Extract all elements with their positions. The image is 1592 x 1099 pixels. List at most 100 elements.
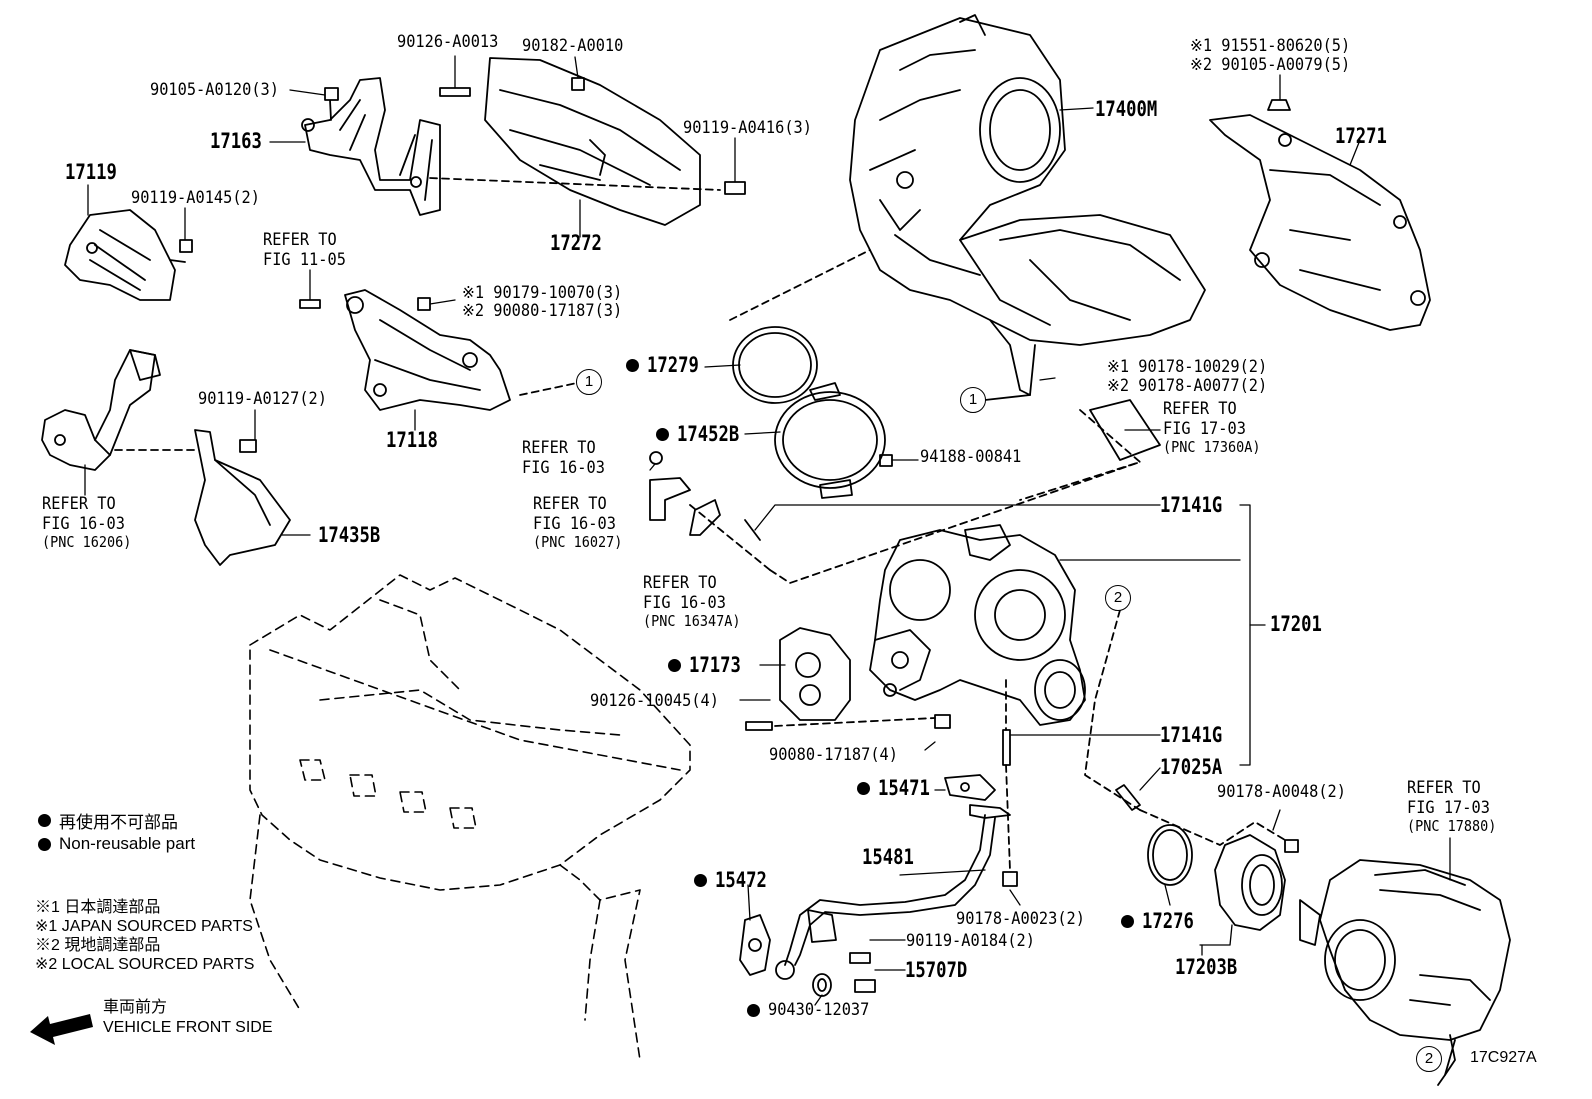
non-reusable-dot-icon [626, 359, 639, 372]
legend-nonreusable-en: Non-reusable part [38, 834, 195, 854]
part-17400M-manifold [849, 14, 1206, 396]
label-15471: 15471 [857, 778, 941, 799]
legend-nonreusable-jp: 再使用不可部品 [38, 808, 178, 833]
part-17271-insulator [1209, 99, 1431, 331]
part-17119-bracket [64, 209, 193, 301]
label-90178-A0077: ※2 90178-A0077(2) [1107, 376, 1268, 396]
callout-circle-1: 1 [576, 369, 602, 395]
non-reusable-dot-icon [1121, 915, 1134, 928]
label-90119-A0145: 90119-A0145(2) [131, 188, 260, 208]
label-91551-80620: ※1 91551-80620(5) [1190, 36, 1351, 56]
label-90430-12037: 90430-12037 [747, 1002, 881, 1019]
label-17201: 17201 [1270, 612, 1322, 636]
leader-circle2-turbo [1084, 609, 1141, 811]
part-17276-ring [1147, 824, 1193, 886]
label-90126-10045: 90126-10045(4) [590, 691, 719, 711]
callout-circle-2: 2 [1105, 585, 1131, 611]
label-90119-A0416: 90119-A0416(3) [683, 118, 812, 138]
leader-17272-bolt [429, 177, 721, 191]
part-17201-turbocharger [869, 524, 1086, 726]
label-17400M: 17400M [1095, 97, 1158, 121]
label-17435B: 17435B [318, 523, 381, 547]
label-17141G-top: 17141G [1160, 493, 1223, 517]
part-17272-insulator [439, 57, 746, 226]
legend-mark2-en: ※2 LOCAL SOURCED PARTS [35, 956, 255, 973]
engine-block-outline [249, 574, 691, 1061]
label-90105-A0079: ※2 90105-A0079(5) [1190, 55, 1351, 75]
label-17119: 17119 [65, 160, 117, 184]
part-studs [1002, 729, 1141, 811]
label-90126-A0013: 90126-A0013 [397, 32, 499, 52]
leader-gasket-turbo [774, 717, 936, 727]
label-15481: 15481 [862, 845, 914, 869]
callout-circle-1: 1 [960, 387, 986, 413]
label-15707D: 15707D [905, 958, 968, 982]
leader-turbo-connector [689, 504, 771, 571]
non-reusable-dot-icon [694, 874, 707, 887]
label-17163: 17163 [210, 129, 262, 153]
label-17271: 17271 [1335, 124, 1387, 148]
leader-intake-circle2 [1437, 1039, 1456, 1086]
label-17272: 17272 [550, 231, 602, 255]
refer-fig-17-03-b: REFER TO FIG 17-03 (PNC 17880) [1407, 778, 1497, 836]
leader-stud-down [1005, 764, 1011, 871]
label-90105-A0120: 90105-A0120(3) [150, 80, 279, 100]
label-90178-10029: ※1 90178-10029(2) [1107, 357, 1268, 377]
leader-17118-circle1 [519, 382, 578, 396]
label-17141G-bottom: 17141G [1160, 723, 1223, 747]
label-17276: 17276 [1121, 911, 1205, 932]
leader-lines [84, 55, 1451, 1006]
part-17452B-clamp [774, 382, 893, 499]
callout-circle-2: 2 [1416, 1046, 1442, 1072]
label-94188-00841: 94188-00841 [920, 447, 1022, 467]
refer-fig-11-05: REFER TO FIG 11-05 [263, 230, 346, 270]
refer-fig-17-03-a: REFER TO FIG 17-03 (PNC 17360A) [1163, 399, 1261, 457]
label-17452B: 17452B [656, 424, 753, 445]
legend-mark2-jp: ※2 現地調達部品 [35, 937, 161, 954]
non-reusable-dot-icon [668, 659, 681, 672]
legend-front-jp: 車両前方 [103, 999, 168, 1016]
leader-circle1-manifold [984, 394, 1031, 401]
label-17173: 17173 [668, 655, 752, 676]
legend-mark1-en: ※1 JAPAN SOURCED PARTS [35, 918, 253, 935]
label-90179-10070: ※1 90179-10070(3) [462, 283, 623, 303]
leader-connector-dashed [1139, 809, 1286, 846]
label-90178-A0048: 90178-A0048(2) [1217, 782, 1346, 802]
label-90080-17187-4: 90080-17187(4) [769, 745, 898, 765]
part-oil-connector [649, 451, 761, 541]
non-reusable-dot-icon [857, 782, 870, 795]
legend-front-en: VEHICLE FRONT SIDE [103, 1019, 273, 1036]
refer-fig-16-03-a: REFER TO FIG 16-03 [522, 438, 605, 478]
part-17279-gasket [732, 326, 818, 404]
leader-17400M-17141G [1019, 409, 1141, 501]
part-17435B-bracket [41, 349, 291, 566]
label-90080-17187-3: ※2 90080-17187(3) [462, 301, 623, 321]
label-90119-A0184: 90119-A0184(2) [906, 931, 1035, 951]
vehicle-front-arrow-icon [30, 1014, 93, 1045]
part-15472-gasket [739, 914, 876, 997]
refer-fig-16-03-d: REFER TO FIG 16-03 (PNC 16347A) [643, 573, 741, 631]
part-17163-bracket [301, 77, 441, 216]
label-17118: 17118 [386, 428, 438, 452]
part-17173-gasket [745, 627, 951, 731]
label-17203B: 17203B [1175, 955, 1238, 979]
non-reusable-dot-icon [38, 814, 51, 827]
leader-gasket-dashed [729, 249, 871, 321]
non-reusable-dot-icon [656, 428, 669, 441]
non-reusable-dot-icon [747, 1004, 760, 1017]
leader-turbo-manifold [769, 461, 1141, 584]
label-15472: 15472 [694, 870, 778, 891]
part-intake-assembly [1299, 859, 1511, 1076]
label-90182-A0010: 90182-A0010 [522, 36, 624, 56]
label-90119-A0127: 90119-A0127(2) [198, 389, 327, 409]
legend-mark1-jp: ※1 日本調達部品 [35, 899, 161, 916]
label-17025A: 17025A [1160, 755, 1223, 779]
label-17279: 17279 [626, 355, 710, 376]
insulator-cylinder [1089, 399, 1161, 461]
non-reusable-dot-icon [38, 837, 51, 851]
refer-fig-16-03-b: REFER TO FIG 16-03 (PNC 16027) [533, 494, 623, 552]
part-17118-bracket [239, 289, 511, 453]
figure-code: 17C927A [1470, 1049, 1537, 1066]
part-17203B-connector [1214, 834, 1299, 931]
